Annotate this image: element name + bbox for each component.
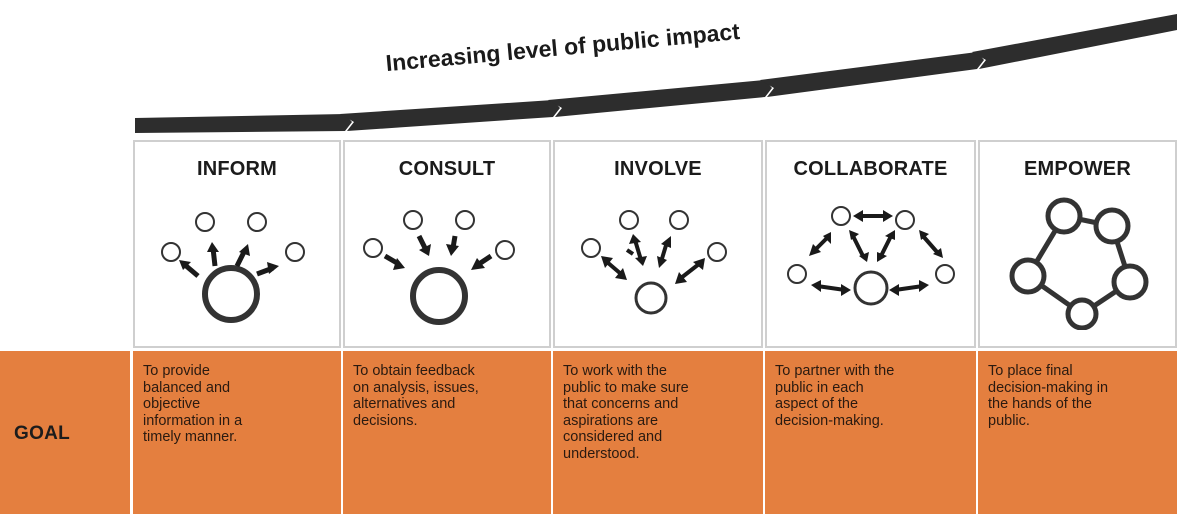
level-title-empower: EMPOWER xyxy=(1024,158,1131,180)
goal-text-empower: To place final decision-making in the ha… xyxy=(988,363,1167,429)
level-title-inform: INFORM xyxy=(196,158,278,180)
goal-line: the hands of the xyxy=(988,396,1092,412)
goal-line: To obtain feedback xyxy=(353,363,475,379)
panel-collaborate: COLLABORATE xyxy=(765,140,976,348)
band-segment-5 xyxy=(972,14,1177,69)
goal-line: aspect of the xyxy=(775,396,859,412)
panel-empower: EMPOWER xyxy=(978,140,1177,348)
goal-collaborate: To partner with the public in each aspec… xyxy=(765,351,976,514)
goal-label-cell: GOAL xyxy=(0,351,130,514)
goal-line: understood. xyxy=(563,445,640,462)
goal-line: considered and xyxy=(563,429,663,445)
goal-line: decisions. xyxy=(353,412,418,429)
goal-line: objective xyxy=(143,396,201,412)
goal-line: public to make sure xyxy=(563,379,689,396)
collaborate-icon xyxy=(787,206,955,306)
goal-line: alternatives and xyxy=(353,396,456,412)
inform-icon xyxy=(161,212,305,323)
goal-empower: To place final decision-making in the ha… xyxy=(978,351,1177,514)
panel-inform: INFORM xyxy=(133,140,341,348)
consult-icon xyxy=(363,210,515,325)
goal-line: on analysis, issues, xyxy=(353,379,479,396)
goal-involve: To work with the public to make sure tha… xyxy=(553,351,763,514)
band-segment-2 xyxy=(340,100,560,131)
goal-line: public in each xyxy=(775,379,864,396)
goal-line: public. xyxy=(988,412,1030,429)
band-segments xyxy=(135,14,1177,133)
goal-text-consult: To obtain feedback on analysis, issues, … xyxy=(353,363,541,429)
goal-text-involve: To work with the public to make sure tha… xyxy=(563,363,753,462)
goal-text-inform: To provide balanced and objective inform… xyxy=(143,363,331,446)
goal-line: To partner with the xyxy=(775,363,895,379)
goal-line: aspirations are xyxy=(563,412,659,429)
level-title-involve: INVOLVE xyxy=(614,158,702,180)
goal-consult: To obtain feedback on analysis, issues, … xyxy=(343,351,551,514)
goal-band: GOAL To provide balanced and objective i… xyxy=(0,351,1177,514)
level-title-consult: CONSULT xyxy=(398,158,496,180)
goal-label: GOAL xyxy=(14,423,71,444)
goal-line: timely manner. xyxy=(143,429,238,445)
goal-line: To work with the xyxy=(563,363,667,379)
goal-line: decision-making. xyxy=(775,412,884,429)
goal-line: decision-making in xyxy=(988,379,1109,396)
band-segment-3 xyxy=(548,80,772,117)
band-segment-1 xyxy=(135,114,352,133)
panel-involve: INVOLVE xyxy=(553,140,763,348)
goal-line: To provide xyxy=(143,363,210,379)
goal-line: balanced and xyxy=(143,379,231,396)
goal-line: information in a xyxy=(143,412,243,429)
goal-text-collaborate: To partner with the public in each aspec… xyxy=(775,363,966,429)
goal-inform: To provide balanced and objective inform… xyxy=(133,351,341,514)
level-title-collaborate: COLLABORATE xyxy=(793,158,948,180)
involve-icon xyxy=(581,210,727,315)
empower-icon xyxy=(1009,197,1149,330)
goal-line: To place final xyxy=(988,363,1073,379)
goal-line: that concerns and xyxy=(563,396,679,412)
band-segment-4 xyxy=(760,52,984,97)
panel-consult: CONSULT xyxy=(343,140,551,348)
